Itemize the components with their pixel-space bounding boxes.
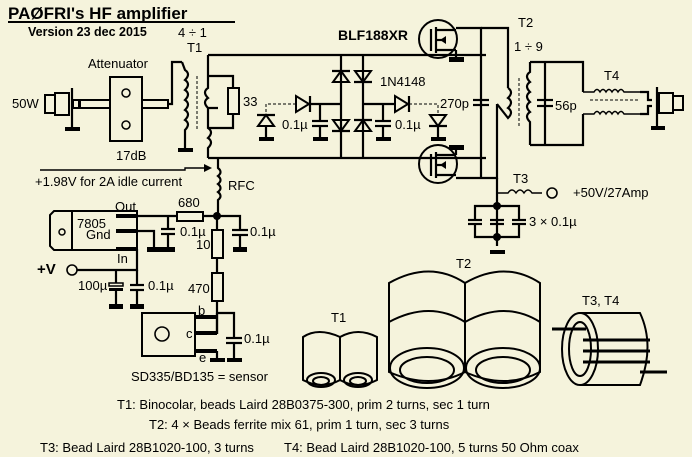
ground-icon: [210, 358, 225, 362]
plus-v-terminal-icon[interactable]: [66, 264, 78, 276]
capacitor-icon: [537, 98, 553, 108]
sensor-transistor-icon: [141, 312, 217, 357]
t3-coil-icon: [497, 189, 542, 195]
transistor-label: BLF188XR: [338, 27, 408, 43]
regulator-gnd: Gnd: [86, 227, 111, 242]
attenuator-label: Attenuator: [88, 56, 149, 71]
wire: [530, 60, 585, 92]
c56-label: 56p: [555, 98, 577, 113]
t2-primary-icon: [496, 87, 513, 120]
bias-arrow-line: [40, 167, 205, 171]
r33-icon: [227, 87, 240, 115]
t3-t4-bead-drawing: [552, 312, 667, 386]
attenuator-value: 17dB: [116, 148, 146, 163]
regulator-name: 7805: [77, 216, 106, 231]
regulator-in: In: [117, 251, 128, 266]
wire: [203, 214, 242, 230]
drawing-t34-label: T3, T4: [582, 293, 619, 308]
diode-label: 1N4148: [380, 74, 426, 89]
attenuator-icon: [109, 76, 169, 142]
t4-label: T4: [604, 68, 619, 83]
drawing-t2-label: T2: [456, 256, 471, 271]
c-680-label: 0.1µ: [180, 224, 206, 239]
c-sensor-label: 0.1µ: [244, 331, 270, 346]
thermal-link: [265, 103, 296, 113]
wire: [77, 249, 139, 272]
capacitor-icon: [473, 98, 489, 107]
wire: [530, 114, 585, 147]
wire: [208, 74, 235, 88]
note-t3: T3: Bead Laird 28B1020-100, 3 turns: [40, 440, 254, 455]
r680-label: 680: [178, 195, 200, 210]
t1-label: T1: [187, 40, 202, 55]
ground-icon: [147, 247, 161, 252]
t2-secondary-icon: [525, 62, 532, 145]
mosfet-bottom-icon: [418, 144, 464, 184]
thermal-link: [409, 103, 439, 113]
capacitor-icon: [161, 216, 248, 252]
version-label: Version 23 dec 2015: [28, 25, 147, 39]
sensor-label: SD335/BD135 = sensor: [131, 369, 269, 384]
r470-icon: [211, 272, 224, 302]
sensor-c-label: c: [186, 326, 193, 341]
rfc-icon: [216, 158, 222, 216]
t1-ratio: 4 ÷ 1: [178, 25, 207, 40]
drain-supply-label: +50V/27Amp: [573, 185, 649, 200]
supply-terminal-icon: [546, 187, 558, 199]
r10-label: 10: [196, 237, 210, 252]
sensor-b-label: b: [198, 303, 205, 318]
r680-icon: [176, 211, 204, 222]
diagram-title: PAØFRI's HF amplifier: [8, 4, 188, 23]
t2-ratio: 1 ÷ 9: [514, 39, 543, 54]
wire: [138, 229, 156, 248]
r33-label: 33: [243, 94, 257, 109]
note-t4: T4: Bead Laird 28B1020-100, 5 turns 50 O…: [284, 440, 579, 455]
ground-icon: [227, 358, 242, 362]
wire: [168, 60, 182, 106]
t1-transformer-icon: [178, 55, 218, 152]
capacitor-icon: [108, 270, 144, 309]
coax-left: [79, 99, 111, 109]
drain-wire: [481, 26, 510, 88]
input-power-label: 50W: [12, 96, 39, 111]
t1-binocular-core-drawing: [302, 331, 378, 388]
c-rfc-label: 0.1µ: [250, 224, 276, 239]
drawing-t1-label: T1: [331, 310, 346, 325]
wire: [208, 114, 235, 130]
c-left-label: 0.1µ: [282, 117, 308, 132]
diode-icon: [256, 113, 448, 141]
regulator-icon: [49, 210, 138, 251]
note-t1: T1: Binocolar, beads Laird 28B0375-300, …: [117, 397, 490, 412]
t2-label: T2: [518, 15, 533, 30]
wire: [456, 26, 483, 55]
capacitor-icon: [312, 104, 391, 141]
bias-label: +1.98V for 2A idle current: [35, 174, 182, 189]
c3x-label: 3 × 0.1µ: [529, 214, 577, 229]
c-in-label: 0.1µ: [148, 278, 174, 293]
arrow-icon: [204, 164, 212, 172]
wire: [456, 104, 499, 180]
rfc-label: RFC: [228, 178, 255, 193]
r470-label: 470: [188, 281, 210, 296]
wire: [206, 108, 213, 158]
c100u-label: 100µ: [78, 278, 108, 293]
input-connector-icon: [44, 88, 80, 131]
plus-v-label: +V: [37, 261, 56, 278]
c270-label: 270p: [440, 96, 469, 111]
output-connector-icon: [640, 87, 684, 130]
t2-bead-stack-drawing: [388, 270, 541, 389]
mosfet-top-icon: [418, 19, 464, 62]
r10-icon: [211, 229, 224, 259]
c-right-label: 0.1µ: [395, 117, 421, 132]
t4-coil-icon: [583, 88, 640, 94]
capacitor-bank-icon: [468, 204, 526, 254]
t3-label: T3: [513, 171, 528, 186]
note-t2: T2: 4 × Beads ferrite mix 61, prim 1 tur…: [149, 417, 450, 432]
t4-coil-icon: [583, 110, 640, 116]
sensor-e-label: e: [199, 350, 206, 365]
wire: [217, 311, 236, 338]
regulator-out: Out: [115, 199, 136, 214]
diode-icon: [331, 69, 373, 133]
